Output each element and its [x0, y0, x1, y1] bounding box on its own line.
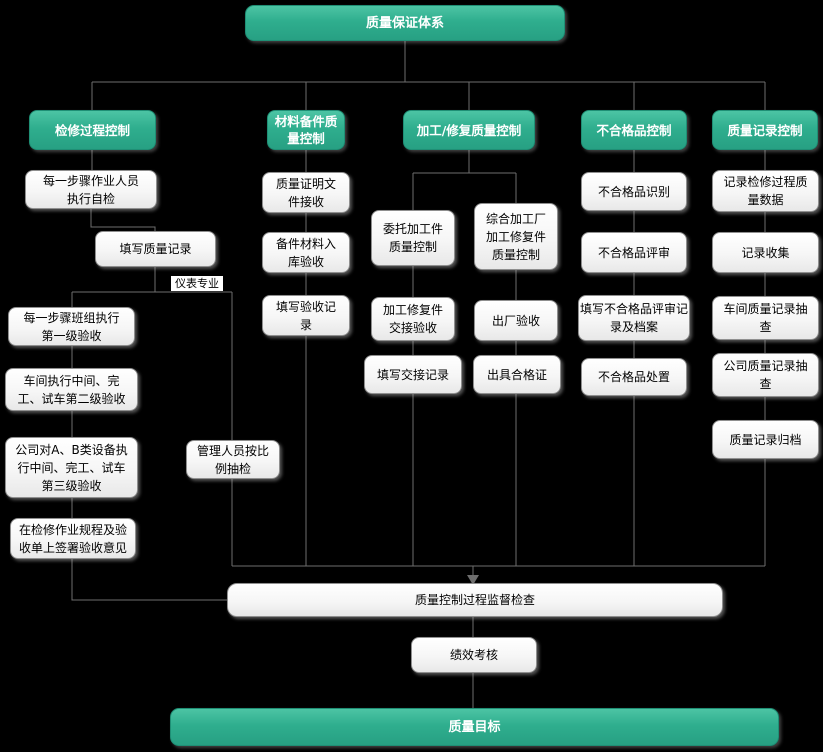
node-performance-assessment: 绩效考核 [411, 637, 537, 673]
node-record-process-data: 记录检修过程质 量数据 [712, 170, 819, 212]
node-quality-assurance-system: 质量保证体系 [245, 5, 565, 41]
node-fill-acceptance-record: 填写验收记 录 [262, 295, 350, 336]
node-fill-quality-record: 填写质量记录 [95, 231, 216, 267]
node-overhaul-process-control: 检修过程控制 [29, 110, 156, 150]
node-nonconforming-identify: 不合格品识别 [581, 172, 687, 211]
node-nonconforming-disposal: 不合格品处置 [581, 358, 687, 396]
node-supervision-inspection: 质量控制过程监督检查 [227, 583, 723, 617]
node-warehouse-acceptance: 备件材料入 库验收 [262, 232, 350, 273]
node-entrusted-machining-control: 委托加工件 质量控制 [371, 210, 455, 266]
node-quality-goal: 质量目标 [170, 708, 779, 746]
node-comprehensive-plant-control: 综合加工厂 加工修复件 质量控制 [474, 203, 558, 270]
node-workshop-record-check: 车间质量记录抽 查 [712, 296, 819, 340]
node-third-level-acceptance: 公司对A、B类设备执 行中间、完工、试车 第三级验收 [5, 437, 138, 498]
node-self-check: 每一步骤作业人员 执行自检 [25, 170, 157, 209]
node-nonconforming-review: 不合格品评审 [581, 232, 687, 273]
node-cert-document-receipt: 质量证明文 件接收 [262, 172, 350, 213]
label-instrument-specialty: 仪表专业 [171, 276, 223, 291]
node-record-collection: 记录收集 [712, 232, 819, 273]
node-manager-proportional-sampling: 管理人员按比 例抽检 [186, 440, 280, 479]
node-quality-record-control: 质量记录控制 [712, 110, 818, 150]
node-handover-acceptance: 加工修复件 交接验收 [371, 297, 455, 341]
node-fill-handover-record: 填写交接记录 [364, 355, 462, 394]
node-nonconforming-control: 不合格品控制 [581, 110, 687, 150]
node-company-record-check: 公司质量记录抽 查 [712, 353, 819, 397]
node-machining-repair-quality-control: 加工/修复质量控制 [403, 110, 535, 150]
node-factory-acceptance: 出厂验收 [474, 300, 558, 341]
node-sign-acceptance-opinion: 在检修作业规程及验 收单上签署验收意见 [10, 518, 136, 559]
node-issue-certificate: 出具合格证 [473, 355, 561, 394]
node-record-archive: 质量记录归档 [712, 420, 819, 459]
node-first-level-acceptance: 每一步骤班组执行 第一级验收 [8, 307, 135, 346]
flow-arrow-icon [467, 575, 479, 585]
node-material-spare-quality-control: 材料备件质 量控制 [267, 110, 345, 150]
node-fill-review-record: 填写不合格品评审记 录及档案 [578, 295, 690, 341]
node-second-level-acceptance: 车间执行中间、完 工、试车第二级验收 [5, 368, 138, 411]
